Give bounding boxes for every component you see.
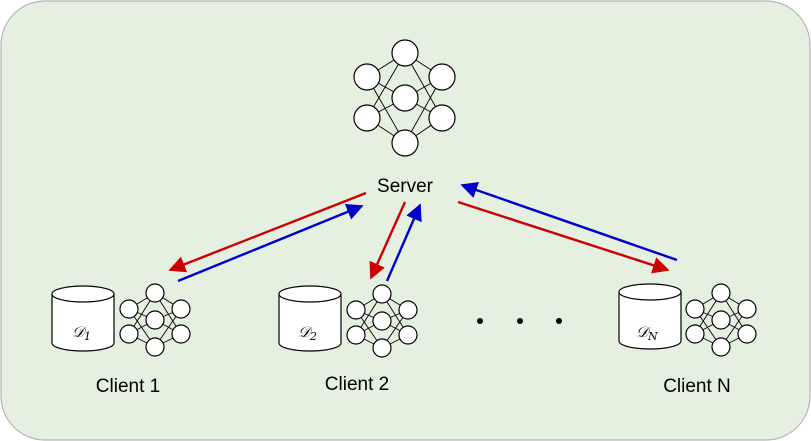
download-arrow-client-n	[457, 200, 670, 274]
nn-node	[119, 324, 139, 344]
nn-node	[391, 39, 419, 67]
dataset-label: 𝒟2	[298, 323, 317, 343]
client-label: Client 2	[325, 374, 389, 395]
nn-node	[391, 129, 419, 157]
database-cylinder-icon	[278, 285, 342, 352]
server-neural-network-icon	[353, 39, 456, 157]
client-label: Client 1	[96, 376, 160, 397]
download-arrow-client-2	[369, 201, 407, 280]
nn-node	[398, 325, 418, 345]
nn-node	[685, 324, 705, 344]
nn-node	[145, 283, 165, 303]
upload-arrow-client-n	[460, 182, 678, 262]
nn-node	[353, 104, 381, 132]
server-label: Server	[377, 176, 434, 197]
nn-node	[372, 284, 392, 304]
nn-node	[391, 84, 419, 112]
dataset-label: 𝒟N	[636, 323, 658, 343]
client-2: 𝒟2 Client 2	[278, 284, 418, 395]
dataset-label: 𝒟1	[72, 323, 91, 343]
nn-node	[346, 325, 366, 345]
client-neural-network-icon	[119, 283, 191, 357]
client-label: Client N	[663, 376, 731, 397]
ellipsis-dots	[477, 318, 562, 324]
nn-node	[711, 337, 731, 357]
upload-arrow-client-1	[177, 203, 364, 283]
nn-node	[737, 299, 757, 319]
nn-node	[372, 311, 392, 331]
nn-node	[711, 283, 731, 303]
database-cylinder-icon	[51, 285, 115, 352]
upload-arrow-client-2	[385, 203, 422, 282]
nn-node	[398, 300, 418, 320]
download-arrow-client-1	[168, 191, 367, 273]
nn-node	[428, 104, 456, 132]
nn-node	[737, 324, 757, 344]
nn-node	[171, 324, 191, 344]
client-neural-network-icon	[685, 283, 757, 357]
nn-node	[353, 63, 381, 91]
nn-node	[145, 337, 165, 357]
nn-node	[711, 310, 731, 330]
nn-node	[171, 299, 191, 319]
nn-node	[119, 299, 139, 319]
client-1: 𝒟1 Client 1	[51, 283, 191, 397]
nn-node	[145, 310, 165, 330]
client-neural-network-icon	[346, 284, 418, 358]
nn-node	[372, 338, 392, 358]
nn-node	[685, 299, 705, 319]
nn-node	[346, 300, 366, 320]
nn-node	[428, 63, 456, 91]
client-n: 𝒟N Client N	[618, 283, 757, 397]
database-cylinder-icon	[618, 283, 682, 350]
